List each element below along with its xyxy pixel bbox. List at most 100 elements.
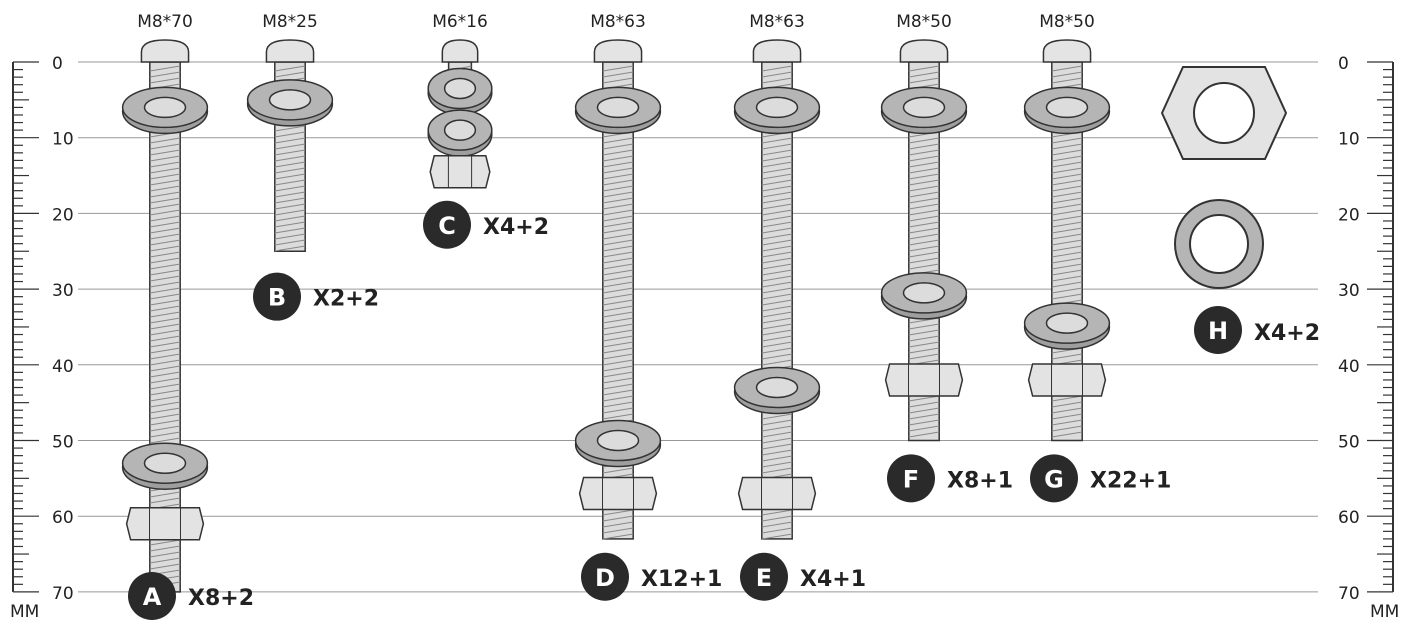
scale-label-right: 60 bbox=[1338, 508, 1360, 528]
thread-line bbox=[602, 401, 634, 408]
thread-line bbox=[761, 425, 793, 432]
badge-e bbox=[740, 552, 788, 601]
flat-washer-bore-icon bbox=[1189, 214, 1249, 274]
thread-line bbox=[908, 209, 940, 216]
thread-line bbox=[149, 251, 181, 258]
thread-line bbox=[1051, 77, 1083, 84]
washer-bore bbox=[443, 77, 477, 100]
thread-line bbox=[1051, 293, 1083, 300]
badge-h bbox=[1194, 306, 1242, 354]
thread-line bbox=[1051, 245, 1083, 252]
thread-line bbox=[149, 173, 181, 180]
thread-line bbox=[908, 227, 940, 234]
thread-line bbox=[149, 365, 181, 372]
thread-line bbox=[149, 329, 181, 336]
thread-line bbox=[908, 245, 940, 252]
thread-line bbox=[149, 347, 181, 354]
washer-bore bbox=[596, 429, 640, 452]
thread-line bbox=[602, 251, 634, 258]
scale-label-left: 0 bbox=[52, 54, 63, 74]
thread-line bbox=[149, 317, 181, 324]
thread-line bbox=[1051, 137, 1083, 144]
thread-line bbox=[761, 233, 793, 240]
thread-line bbox=[602, 161, 634, 168]
qty-label: X12+1 bbox=[641, 567, 722, 592]
thread-line bbox=[602, 149, 634, 156]
thread-line bbox=[274, 179, 306, 186]
thread-line bbox=[602, 275, 634, 282]
thread-line bbox=[149, 287, 181, 294]
thread-line bbox=[149, 191, 181, 198]
qty-label: X8+1 bbox=[947, 468, 1013, 493]
thread-line bbox=[149, 311, 181, 318]
thread-line bbox=[149, 407, 181, 414]
thread-line bbox=[908, 323, 940, 330]
thread-line bbox=[761, 287, 793, 294]
thread-line bbox=[761, 281, 793, 288]
thread-line bbox=[1051, 149, 1083, 156]
thread-line bbox=[274, 65, 306, 72]
thread-line bbox=[149, 245, 181, 252]
thread-line bbox=[761, 167, 793, 174]
thread-line bbox=[908, 425, 940, 432]
thread-line bbox=[274, 203, 306, 210]
thread-line bbox=[149, 341, 181, 348]
thread-line bbox=[602, 167, 634, 174]
thread-line bbox=[602, 299, 634, 306]
thread-line bbox=[149, 563, 181, 570]
thread-line bbox=[908, 263, 940, 270]
badge-letter: D bbox=[595, 564, 615, 592]
hex-nut-icon bbox=[737, 476, 817, 511]
thread-line bbox=[149, 179, 181, 186]
thread-line bbox=[908, 143, 940, 150]
scale-label-right: 50 bbox=[1338, 433, 1360, 453]
thread-line bbox=[908, 329, 940, 336]
thread-line bbox=[602, 317, 634, 324]
thread-line bbox=[908, 173, 940, 180]
thread-line bbox=[761, 209, 793, 216]
thread-line bbox=[274, 167, 306, 174]
thread-line bbox=[1051, 233, 1083, 240]
thread-line bbox=[602, 383, 634, 390]
thread-line bbox=[908, 221, 940, 228]
badge-letter: C bbox=[438, 212, 456, 240]
unit-label-left: MM bbox=[10, 602, 39, 622]
thread-line bbox=[274, 245, 306, 252]
thread-line bbox=[908, 395, 940, 402]
thread-line bbox=[908, 179, 940, 186]
thread-line bbox=[602, 509, 634, 516]
thread-line bbox=[602, 527, 634, 534]
bolt-head-icon bbox=[140, 39, 190, 63]
thread-line bbox=[602, 269, 634, 276]
thread-line bbox=[1051, 419, 1083, 426]
thread-line bbox=[149, 239, 181, 246]
badge-letter: E bbox=[756, 564, 772, 592]
thread-line bbox=[602, 347, 634, 354]
thread-line bbox=[274, 125, 306, 132]
thread-line bbox=[761, 467, 793, 474]
thread-line bbox=[761, 149, 793, 156]
thread-line bbox=[149, 437, 181, 444]
thread-line bbox=[602, 365, 634, 372]
badge-letter: F bbox=[903, 465, 919, 493]
thread-line bbox=[1051, 221, 1083, 228]
thread-line bbox=[149, 539, 181, 546]
thread-line bbox=[274, 227, 306, 234]
thread-line bbox=[274, 221, 306, 228]
bolt-head-icon bbox=[899, 39, 949, 63]
thread-line bbox=[1051, 413, 1083, 420]
thread-line bbox=[908, 233, 940, 240]
bolt-head-icon bbox=[1042, 39, 1092, 63]
size-label: M8*63 bbox=[749, 12, 805, 32]
thread-line bbox=[1051, 239, 1083, 246]
thread-line bbox=[1051, 179, 1083, 186]
thread-line bbox=[761, 347, 793, 354]
washer-bore bbox=[143, 452, 187, 474]
qty-label: X22+1 bbox=[1090, 468, 1171, 493]
thread-line bbox=[761, 515, 793, 522]
thread-line bbox=[274, 143, 306, 150]
thread-line bbox=[761, 329, 793, 336]
